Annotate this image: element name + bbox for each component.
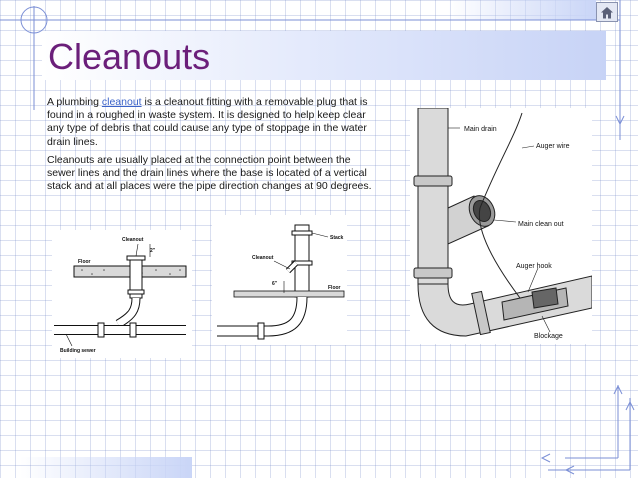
home-icon <box>601 6 613 18</box>
paragraph-1-start: A plumbing <box>47 96 102 108</box>
paragraph-1-rest: is a cleanout fitting with a removable p… <box>47 96 368 148</box>
cleanout-link[interactable]: cleanout <box>101 96 142 108</box>
fig3-auger-wire-label: Auger wire <box>536 143 570 150</box>
figure-auger-main-cleanout: Main drain Auger wire Main clean out Aug… <box>410 108 592 344</box>
paragraph-1: A plumbing cleanout is a cleanout fittin… <box>47 96 377 149</box>
fig3-auger-hook-label: Auger hook <box>516 263 552 270</box>
slide-title: Cleanouts <box>48 36 211 77</box>
home-button[interactable] <box>596 2 618 22</box>
fig1-dimension-label: 2" <box>150 248 156 254</box>
fig3-main-drain-label: Main drain <box>464 126 497 133</box>
fig3-main-clean-out-label: Main clean out <box>518 221 564 228</box>
fig1-floor-label: Floor <box>78 259 91 265</box>
fig1-building-sewer-label: Building sewer <box>60 348 96 354</box>
slide-body: A plumbing cleanout is a cleanout fittin… <box>47 96 377 198</box>
top-decor-band <box>448 0 596 20</box>
figure-stack-cleanout: Stack Cleanout 6" Floor <box>212 215 347 345</box>
figure-building-sewer-cleanout: Cleanout 2" Floor Building sewer <box>52 230 192 358</box>
fig2-cleanout-label: Cleanout <box>252 255 274 261</box>
fig2-stack-label: Stack <box>330 235 344 241</box>
paragraph-2: Cleanouts are usually placed at the conn… <box>47 153 372 193</box>
fig2-dimension-label: 6" <box>272 281 278 287</box>
title-band <box>42 31 606 80</box>
fig2-floor-label: Floor <box>328 285 341 291</box>
fig3-blockage-label: Blockage <box>534 333 563 340</box>
bottom-decor-band <box>20 457 192 478</box>
fig1-cleanout-label: Cleanout <box>122 237 144 243</box>
